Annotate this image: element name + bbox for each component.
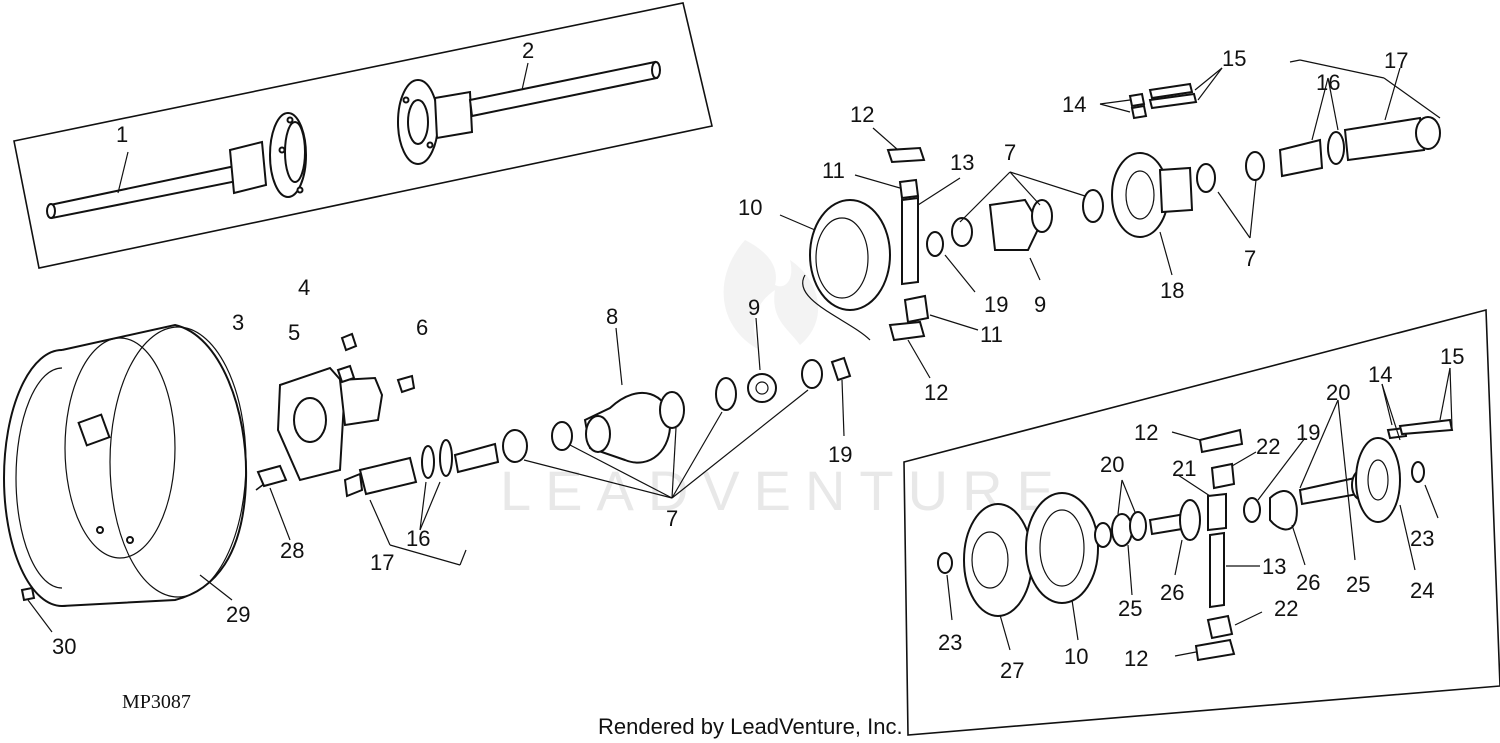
axle-left [46,112,307,220]
callout-16b: 16 [406,526,430,551]
callout-12d: 12 [1124,646,1148,671]
callout-16a: 16 [1316,70,1340,95]
callout-8: 8 [606,304,618,329]
callout-10b: 10 [1064,644,1088,669]
callout-12a: 12 [850,102,874,127]
left-hub-assembly [20,332,528,633]
callout-11b: 11 [980,322,1003,347]
callout-14b: 14 [1368,362,1392,387]
callout-22a: 22 [1256,434,1280,459]
callout-30: 30 [52,634,76,659]
callout-10a: 10 [738,195,762,220]
callout-19c: 19 [1296,420,1320,445]
callout-12c: 12 [1134,420,1158,445]
axle-right [397,60,661,165]
callout-4: 4 [298,275,310,300]
ring-gear-upper [779,127,979,379]
callout-2: 2 [522,38,534,63]
watermark-text: LEADVENTURE [500,459,1068,522]
callout-20a: 20 [1100,452,1124,477]
callout-29: 29 [226,602,250,627]
callout-3: 3 [232,310,244,335]
callout-21: 21 [1172,456,1196,481]
credit-text: Rendered by LeadVenture, Inc. [598,714,903,739]
callout-23a: 23 [938,630,962,655]
callout-26b: 26 [1296,570,1320,595]
callout-9b: 9 [1034,292,1046,317]
callout-1: 1 [116,122,128,147]
wheel-rim [3,323,248,607]
callout-20b: 20 [1326,380,1350,405]
callout-22b: 22 [1274,596,1298,621]
callout-25a: 25 [1118,596,1142,621]
callout-7a: 7 [666,506,678,531]
callout-13b: 13 [1262,554,1286,579]
inset-panel-border [903,308,1500,736]
callout-23b: 23 [1410,526,1434,551]
callout-19a: 19 [984,292,1008,317]
callout-7b: 7 [1004,140,1016,165]
callout-11a: 11 [822,158,845,183]
callout-12b: 12 [924,380,948,405]
callout-26a: 26 [1160,580,1184,605]
callout-15b: 15 [1440,344,1464,369]
callout-14a: 14 [1062,92,1086,117]
callout-25b: 25 [1346,572,1370,597]
upper-right-hub [951,59,1441,281]
callout-13a: 13 [950,150,974,175]
callout-7c: 7 [1244,246,1256,271]
callout-15a: 15 [1222,46,1246,71]
axle-panel-border [13,2,713,269]
axle-panel [13,2,713,269]
callout-24: 24 [1410,578,1434,603]
callout-18: 18 [1160,278,1184,303]
figure-code: MP3087 [122,691,191,713]
inset-panel [903,308,1500,736]
callout-6: 6 [416,315,428,340]
watermark-logo [723,240,819,350]
callout-27: 27 [1000,658,1024,683]
callout-17b: 17 [370,550,394,575]
differential-center [523,317,852,499]
callout-5: 5 [288,320,300,345]
callout-labels: 1 2 3 4 5 6 7 8 9 10 11 12 13 14 15 16 1… [52,38,1464,683]
callout-19b: 19 [828,442,852,467]
callout-17a: 17 [1384,48,1408,73]
callout-28: 28 [280,538,304,563]
callout-9a: 9 [748,295,760,320]
